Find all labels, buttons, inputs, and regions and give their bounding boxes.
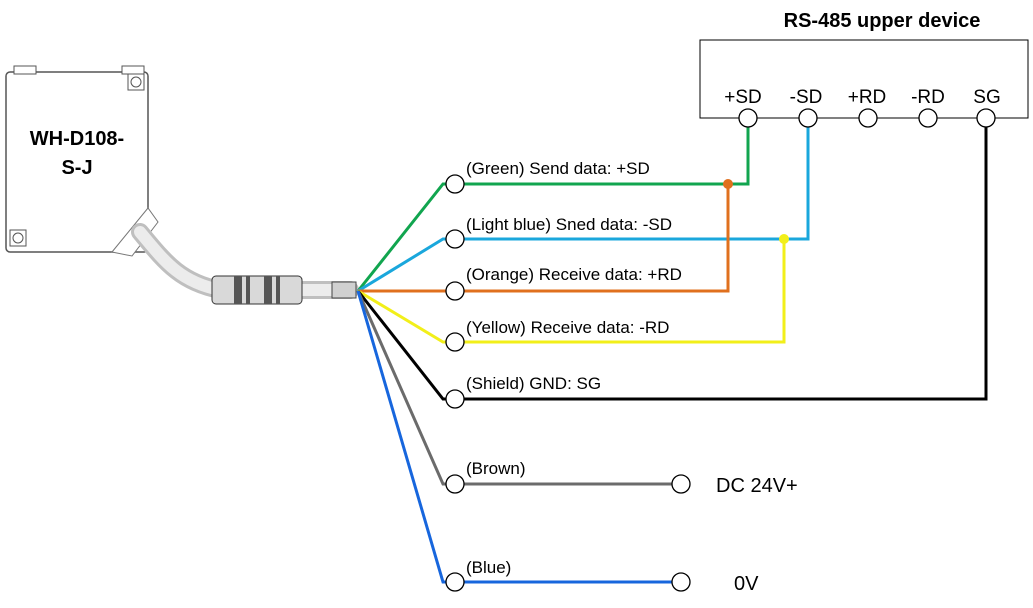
connector-ring-2 — [246, 276, 250, 304]
wire-terminal-light-blue — [445, 229, 465, 249]
device-terminal-sd-minus — [798, 108, 818, 128]
wire-label-yellow: (Yellow) Receive data: -RD — [466, 318, 669, 337]
wire-yellow — [357, 239, 786, 344]
wires — [356, 118, 988, 584]
power-terminal-brown — [671, 474, 691, 494]
wire-light-blue — [357, 118, 810, 293]
upper-device-title: RS-485 upper device — [784, 10, 981, 32]
sensor-model-line2: S-J — [61, 157, 92, 179]
wire-blue — [356, 290, 680, 584]
wire-terminal-brown — [445, 474, 465, 494]
upper-device: RS-485 upper device +SD -SD +RD -RD SG — [699, 10, 1029, 119]
connector-ring-4 — [276, 276, 280, 304]
terminal-label-sd-plus: +SD — [724, 87, 762, 108]
wire-terminal-yellow — [445, 332, 465, 352]
junction-dot-orange — [723, 179, 733, 189]
sensor-model-line1: WH-D108- — [30, 128, 124, 150]
sensor-top-notch-right — [121, 65, 145, 75]
power-terminal-blue — [671, 572, 691, 592]
terminals — [445, 108, 996, 592]
terminal-label-rd-minus: -RD — [911, 87, 945, 108]
wire-brown — [356, 290, 680, 486]
wire-label-brown: (Brown) — [466, 459, 526, 478]
cable-end — [331, 281, 357, 299]
power-label-dc24v: DC 24V+ — [716, 475, 798, 497]
device-terminal-sd-plus — [738, 108, 758, 128]
wire-label-blue: (Blue) — [466, 558, 511, 577]
wire-label-green: (Green) Send data: +SD — [466, 159, 650, 178]
power-label-0v: 0V — [734, 573, 759, 595]
connector-ring-1 — [234, 276, 242, 304]
device-terminal-rd-minus — [918, 108, 938, 128]
junction-dot-yellow — [779, 234, 789, 244]
terminal-label-sd-minus: -SD — [790, 87, 823, 108]
wire-shield — [356, 118, 988, 401]
wire-label-orange: (Orange) Receive data: +RD — [466, 265, 682, 284]
sensor-body — [5, 71, 149, 253]
wire-label-light-blue: (Light blue) Sned data: -SD — [466, 215, 672, 234]
wire-label-shield: (Shield) GND: SG — [466, 374, 601, 393]
sensor-mount-hole-bottom-circle — [12, 232, 24, 244]
device-terminal-sg — [976, 108, 996, 128]
wire-orange — [358, 184, 730, 293]
sensor-top-notch-left — [13, 65, 37, 75]
sensor-mount-hole-top-circle — [130, 76, 142, 88]
terminal-label-sg: SG — [973, 87, 1000, 108]
connector-ring-3 — [264, 276, 272, 304]
wire-terminal-shield — [445, 389, 465, 409]
device-terminal-rd-plus — [858, 108, 878, 128]
terminal-label-rd-plus: +RD — [848, 87, 887, 108]
wire-terminal-green — [445, 174, 465, 194]
connector-body — [211, 275, 303, 305]
upper-device-box — [699, 39, 1029, 119]
wire-terminal-orange — [445, 281, 465, 301]
cable — [131, 223, 359, 305]
wire-green — [356, 118, 750, 292]
wire-terminal-blue — [445, 572, 465, 592]
